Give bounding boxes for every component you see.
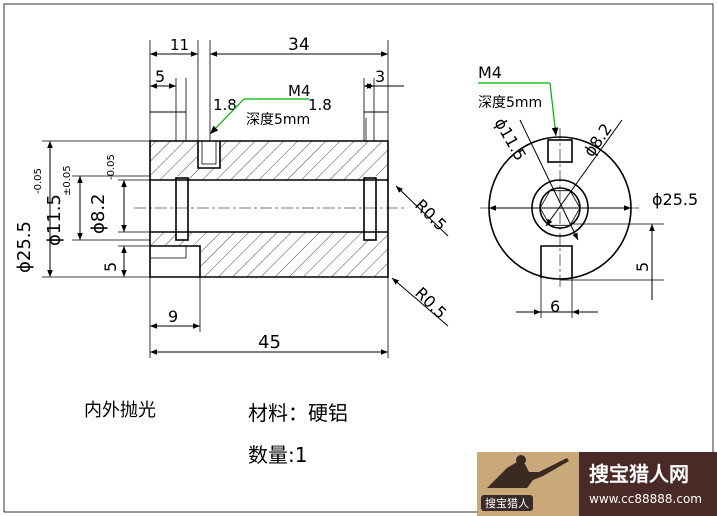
dim-3: 3: [375, 67, 385, 86]
dim-m4: M4: [288, 82, 311, 100]
groove-left: [175, 177, 189, 241]
side-screw-slot: [547, 139, 573, 163]
radius-r0-5-top: R0.5: [411, 195, 450, 234]
section-view: 11 34 5 3 M4 1.8 1.8 深度5mm ϕ25.5 -0.05 ϕ…: [14, 35, 450, 358]
watermark-url: www.cc88888.com: [589, 492, 702, 506]
drawing-frame: [3, 3, 714, 513]
dim-dia-11-5-tol: ±0.05: [62, 165, 73, 196]
top-wall-hatch: [150, 141, 388, 180]
note-material: 材料：硬铝: [248, 401, 348, 425]
dim-5-side: 5: [101, 262, 120, 272]
end-view: M4 深度5mm ϕ11.5 ϕ8.2 ϕ25.5 5 6: [478, 63, 698, 318]
groove-right: [363, 177, 377, 241]
watermark-right-panel: [579, 452, 717, 516]
side-dim-5: 5: [633, 262, 652, 272]
dim-dia-11-5: ϕ11.5: [44, 194, 65, 246]
radius-r0-5-bottom: R0.5: [411, 283, 450, 322]
dim-dia-8-2-tol: -0.05: [106, 154, 117, 180]
side-dia-25-5: ϕ25.5: [652, 190, 698, 209]
dim-dia-25-5: ϕ25.5: [14, 221, 35, 273]
dim-45: 45: [258, 332, 281, 353]
note-quantity: 数量:1: [248, 443, 307, 467]
depth-note: 深度5mm: [246, 112, 310, 128]
dim-11: 11: [170, 36, 189, 54]
side-dia-8-2: ϕ8.2: [580, 120, 616, 160]
note-polish: 内外抛光: [84, 400, 156, 421]
watermark-title: 搜宝猎人网: [589, 462, 689, 486]
hunter-silhouette-icon: [487, 455, 569, 488]
side-dia-11-5: ϕ11.5: [491, 115, 531, 164]
side-dim-6: 6: [550, 297, 560, 316]
watermark-banner: 搜宝猎人 搜宝猎人网 www.cc88888.com: [477, 452, 717, 516]
dim-34: 34: [288, 35, 310, 55]
dim-dia-25-5-tol: -0.05: [33, 168, 44, 194]
side-depth-note: 深度5mm: [478, 95, 542, 111]
side-m4: M4: [478, 63, 502, 82]
side-keyway: [540, 245, 573, 278]
dim-5-top: 5: [155, 67, 165, 86]
dim-1-8-right: 1.8: [308, 96, 332, 114]
dim-9: 9: [168, 307, 178, 326]
keyway: [150, 245, 201, 277]
set-screw-hole: [197, 141, 221, 169]
logo-caption: 搜宝猎人: [481, 495, 533, 511]
dim-dia-8-2: ϕ8.2: [88, 194, 109, 235]
dim-1-8-left: 1.8: [213, 96, 237, 114]
